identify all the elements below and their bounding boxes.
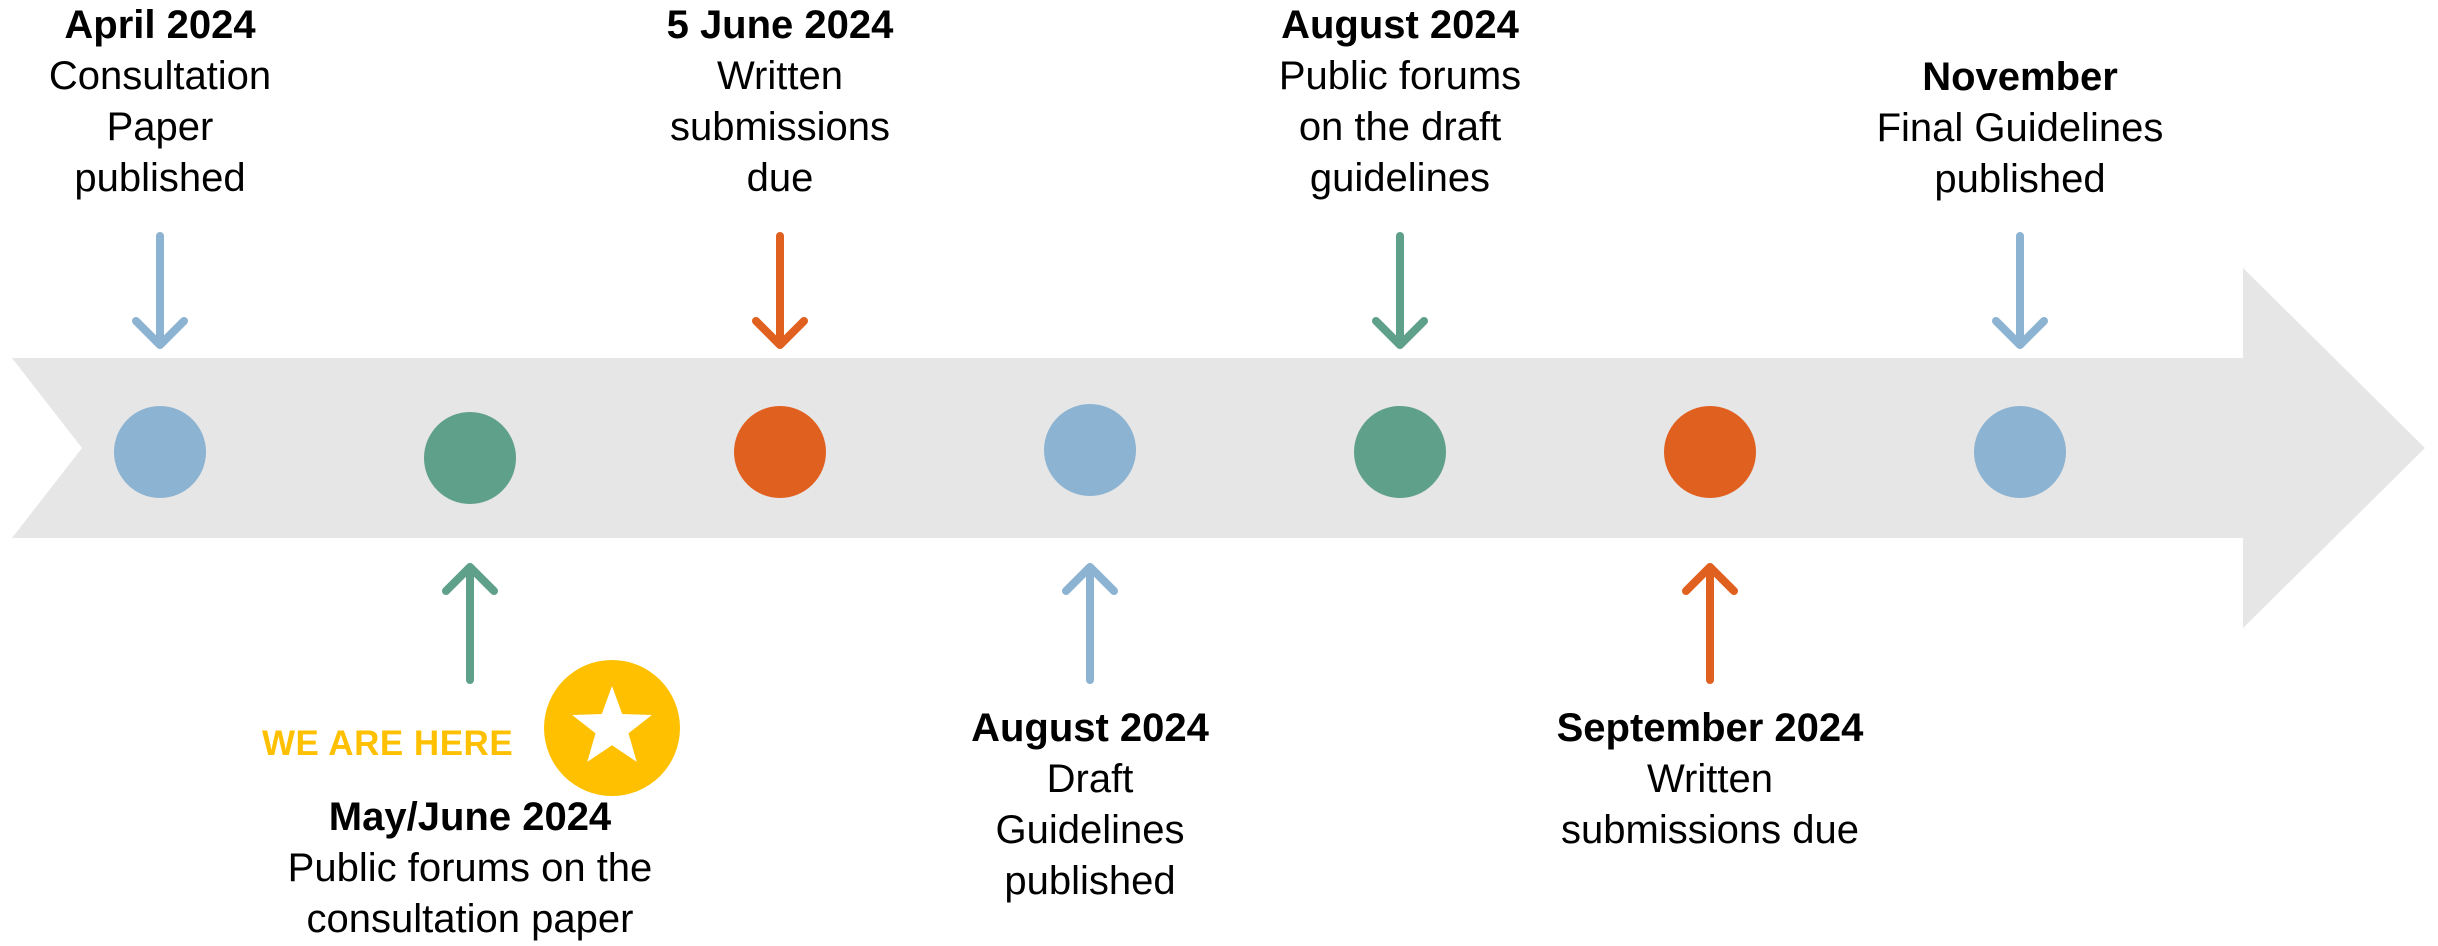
milestone-date: November (1922, 55, 2118, 99)
milestone-date: August 2024 (1281, 3, 1519, 47)
milestone-date: August 2024 (971, 706, 1209, 750)
milestone-arrow (132, 232, 188, 349)
milestone-dot (114, 406, 206, 498)
milestone-arrow (1062, 563, 1118, 684)
milestone-date: April 2024 (64, 3, 256, 47)
milestone-description: Written submissions due (1561, 757, 1859, 852)
milestone-dot (424, 412, 516, 504)
milestone-dot (734, 406, 826, 498)
milestone-description: Consultation Paper published (48, 54, 272, 200)
milestone-dot (1354, 406, 1446, 498)
milestone-description: Public forums on the draft guidelines (1278, 54, 1522, 200)
milestone-arrow (752, 232, 808, 349)
star-icon (572, 686, 652, 762)
milestone-arrow (1682, 563, 1738, 684)
milestone-date: May/June 2024 (328, 795, 612, 839)
milestone-description: Final Guidelines published (1876, 106, 2164, 201)
milestone-dot (1974, 406, 2066, 498)
milestone-date: September 2024 (1556, 706, 1864, 750)
milestone-description: Written submissions due (669, 54, 891, 200)
current-marker-star-badge (544, 660, 680, 796)
milestone-arrow (442, 563, 498, 684)
milestone-description: Public forums on the consultation paper (287, 846, 653, 941)
milestone-arrow (1372, 232, 1428, 349)
milestone-dot (1044, 404, 1136, 496)
we-are-here-label: WE ARE HERE (262, 724, 514, 763)
milestone-date: 5 June 2024 (666, 3, 894, 47)
timeline-arrow (12, 268, 2425, 628)
milestone-description: Draft Guidelines published (995, 757, 1185, 903)
milestone-arrow (1992, 232, 2048, 349)
milestone-dot (1664, 406, 1756, 498)
